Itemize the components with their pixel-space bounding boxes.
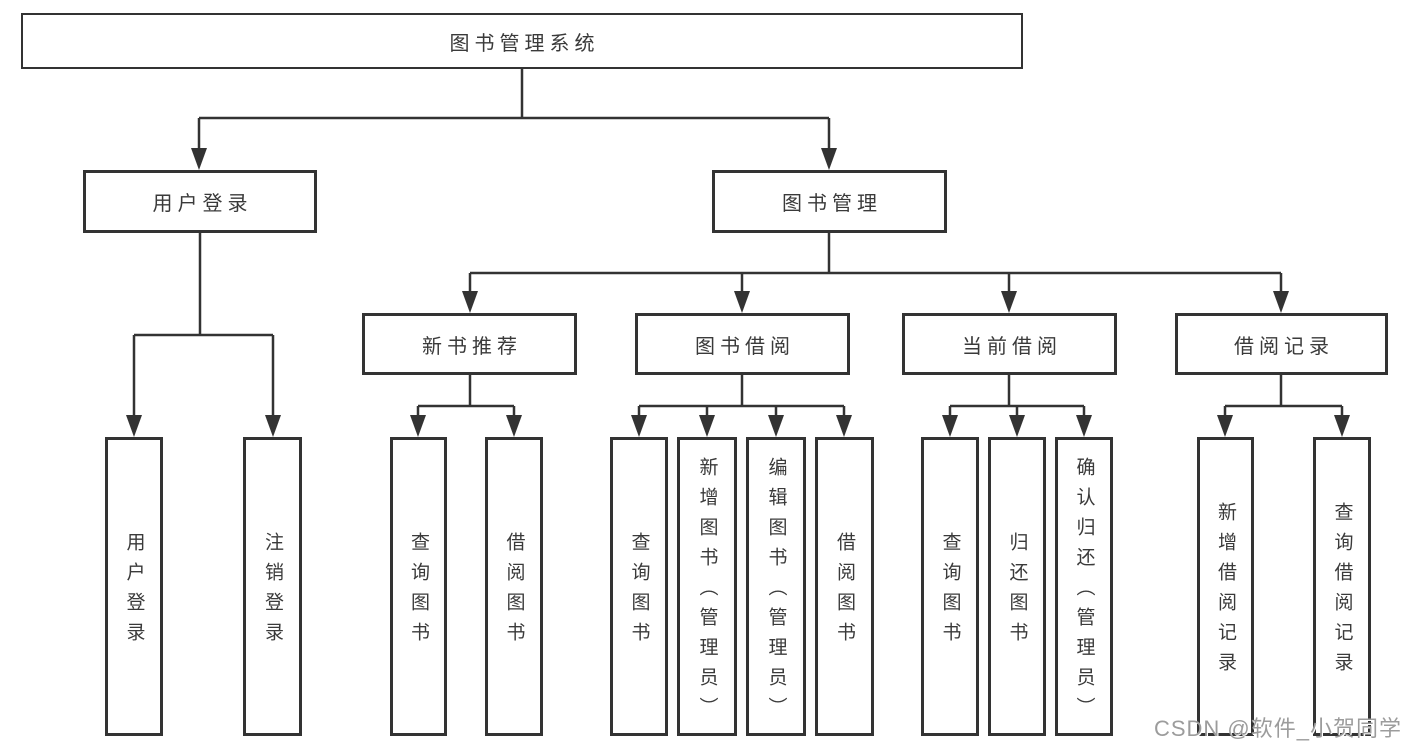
leaf-user-login-label: 用户登录 — [123, 532, 145, 652]
node-new-book-recommend: 新书推荐 — [362, 313, 577, 375]
edge-borrow-records-to-leaves — [1217, 375, 1350, 437]
leaf-query-books-current-label: 查询图书 — [939, 532, 961, 652]
edge-user-login-to-leaves — [126, 233, 281, 437]
node-user-login: 用户登录 — [83, 170, 317, 233]
leaf-query-books-recommend: 查询图书 — [390, 437, 447, 736]
node-book-borrow-label: 图书借阅 — [695, 335, 795, 358]
edge-new-book-recommend-to-leaves — [410, 375, 522, 437]
node-new-book-recommend-label: 新书推荐 — [422, 335, 522, 358]
node-user-login-label: 用户登录 — [152, 193, 253, 215]
edge-root-to-level2 — [191, 69, 837, 170]
node-book-borrow: 图书借阅 — [635, 313, 850, 375]
leaf-query-books-current: 查询图书 — [921, 437, 979, 736]
leaf-add-books-admin: 新增图书（管理员） — [677, 437, 737, 736]
leaf-user-login: 用户登录 — [105, 437, 163, 736]
leaf-return-books: 归还图书 — [988, 437, 1046, 736]
leaf-edit-books-admin: 编辑图书（管理员） — [746, 437, 806, 736]
leaf-edit-books-admin-label: 编辑图书（管理员） — [765, 457, 787, 727]
edge-current-borrow-to-leaves — [942, 375, 1092, 437]
node-current-borrow: 当前借阅 — [902, 313, 1117, 375]
node-current-borrow-label: 当前借阅 — [962, 335, 1062, 358]
leaf-query-borrow-record: 查询借阅记录 — [1313, 437, 1371, 736]
leaf-query-borrow-record-label: 查询借阅记录 — [1331, 502, 1353, 682]
leaf-add-borrow-record-label: 新增借阅记录 — [1215, 502, 1236, 682]
leaf-logout: 注销登录 — [243, 437, 302, 736]
leaf-add-books-admin-label: 新增图书（管理员） — [696, 457, 718, 727]
leaf-query-books-recommend-label: 查询图书 — [408, 532, 429, 652]
leaf-return-books-label: 归还图书 — [1006, 532, 1028, 652]
leaf-borrow-books-recommend-label: 借阅图书 — [503, 532, 525, 652]
node-borrow-records-label: 借阅记录 — [1234, 335, 1334, 358]
edge-book-borrow-to-leaves — [631, 375, 852, 437]
leaf-borrow-books-recommend: 借阅图书 — [485, 437, 543, 736]
csdn-watermark: CSDN @软件_小贺同学 — [1153, 716, 1402, 741]
node-book-management-label: 图书管理 — [782, 193, 882, 215]
leaf-query-books-borrow-label: 查询图书 — [628, 532, 650, 652]
leaf-borrow-books-label: 借阅图书 — [834, 532, 855, 652]
leaf-confirm-return-admin-label: 确认归还（管理员） — [1073, 457, 1095, 727]
leaf-confirm-return-admin: 确认归还（管理员） — [1055, 437, 1113, 736]
edge-book-management-to-level3 — [462, 233, 1289, 313]
node-root-library-system: 图书管理系统 — [21, 13, 1023, 69]
node-borrow-records: 借阅记录 — [1175, 313, 1388, 375]
leaf-logout-label: 注销登录 — [262, 532, 283, 652]
node-root-label: 图书管理系统 — [449, 32, 600, 55]
leaf-query-books-borrow: 查询图书 — [610, 437, 668, 736]
node-book-management: 图书管理 — [712, 170, 947, 233]
leaf-add-borrow-record: 新增借阅记录 — [1197, 437, 1254, 736]
leaf-borrow-books: 借阅图书 — [815, 437, 874, 736]
